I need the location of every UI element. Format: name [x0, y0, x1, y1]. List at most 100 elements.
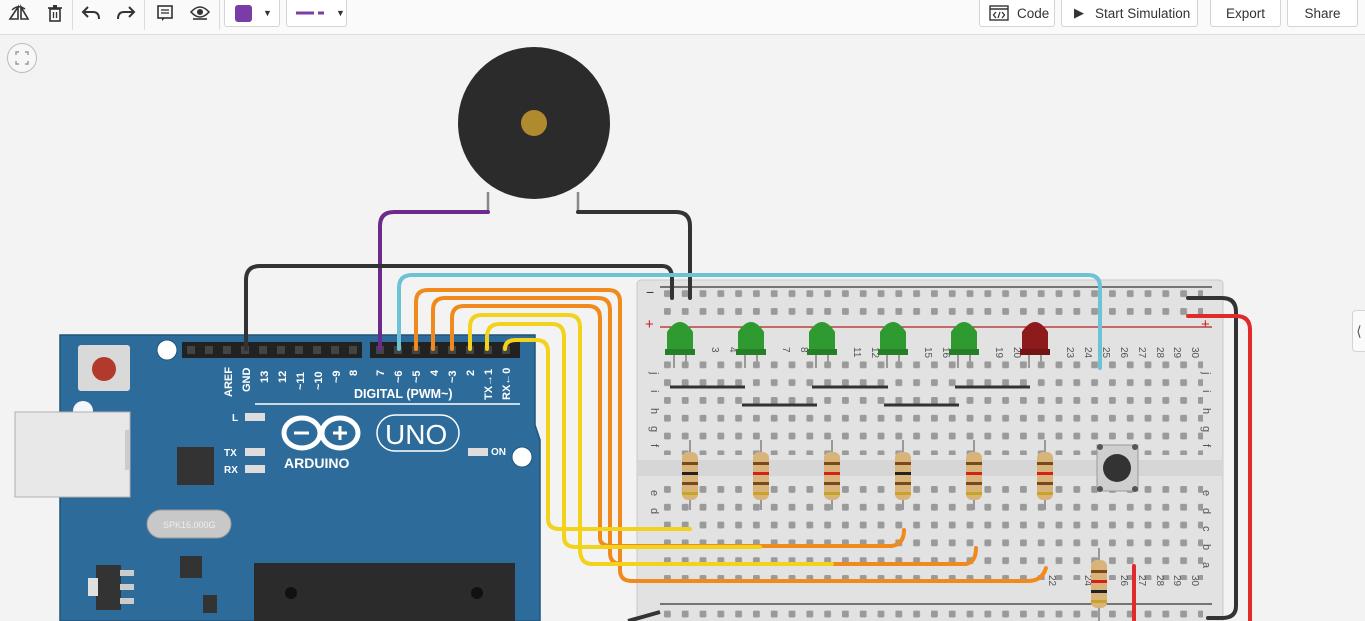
rail-plus-label-right: +	[1201, 316, 1210, 333]
share-button[interactable]: Share	[1287, 0, 1358, 27]
play-icon: ▶	[1074, 5, 1084, 20]
export-button[interactable]: Export	[1210, 0, 1281, 27]
toolbar: ▼ ▼ Code ▶ Start Simulation Export Share	[0, 0, 1365, 35]
chevron-left-icon: ⟨	[1356, 322, 1362, 339]
redo-icon[interactable]	[113, 0, 139, 26]
side-panel-toggle[interactable]: ⟨	[1352, 310, 1365, 352]
row-letter-c-right: c	[1200, 526, 1212, 532]
push-button[interactable]	[1096, 444, 1139, 492]
pin-label-8: 8	[348, 370, 360, 376]
pin-label-12: 12	[277, 371, 289, 383]
pin-label-6: ~6	[393, 370, 405, 383]
chevron-down-icon: ▼	[336, 8, 345, 18]
wire-orange-5	[414, 288, 1048, 583]
crystal-oscillator	[146, 509, 232, 539]
undo-icon[interactable]	[78, 0, 104, 26]
rotate-icon[interactable]	[5, 0, 33, 26]
row-letter-g-right: g	[1200, 426, 1212, 432]
led-l-label: L	[232, 413, 238, 424]
wire-orange-4	[431, 296, 978, 566]
wire-bottom-black	[627, 610, 661, 621]
code-button[interactable]: Code	[979, 0, 1055, 27]
col-num: 29	[1171, 575, 1182, 587]
led-green-4[interactable]	[878, 322, 908, 368]
resistor-6[interactable]	[1037, 440, 1053, 510]
resistor-5[interactable]	[966, 440, 982, 510]
led-red[interactable]	[1020, 322, 1050, 368]
led-green-2[interactable]	[736, 322, 766, 368]
piezo-buzzer[interactable]	[458, 47, 610, 212]
crystal-label: SPK16.000G	[163, 520, 216, 530]
led-on-label: ON	[491, 447, 506, 458]
pin-label-gnd: GND	[241, 368, 253, 393]
led-green-5[interactable]	[949, 322, 979, 368]
code-label: Code	[1017, 5, 1050, 21]
row-letter-i: i	[648, 390, 660, 392]
led-green-1[interactable]	[665, 322, 695, 368]
row-letter-a-right: a	[1200, 562, 1212, 569]
row-letter-f-right: f	[1200, 444, 1212, 448]
line-style-picker[interactable]: ▼	[286, 0, 347, 27]
pin-label-rx0: RX←0	[501, 368, 513, 400]
leds[interactable]	[665, 322, 1050, 368]
col-num: 12	[869, 347, 880, 359]
usb-port	[14, 411, 131, 498]
col-num: 29	[1171, 347, 1182, 359]
wires[interactable]	[244, 210, 1252, 621]
uno-label: UNO	[385, 419, 447, 450]
col-num: 26	[1118, 347, 1129, 359]
resistor-1[interactable]	[682, 440, 698, 510]
col-num: 16	[940, 347, 951, 359]
row-letter-b-right: b	[1200, 544, 1212, 550]
resistors[interactable]	[682, 440, 1107, 621]
pin-label-aref: AREF	[223, 367, 235, 397]
col-num: 26	[1118, 575, 1129, 587]
wire-cyan-button	[397, 273, 1102, 370]
start-simulation-label: Start Simulation	[1095, 5, 1191, 21]
wire-buzzer-purple	[378, 210, 490, 351]
pin-label-7: 7	[375, 370, 387, 376]
fill-color-picker[interactable]: ▼	[224, 0, 280, 27]
wire-yellow-1	[485, 322, 762, 549]
pin-label-11: ~11	[295, 372, 307, 390]
led-tx-label: TX	[224, 448, 237, 459]
col-num: 19	[993, 347, 1004, 359]
fill-color-swatch	[235, 4, 252, 22]
resistor-4[interactable]	[895, 440, 911, 510]
col-num: 7	[780, 347, 791, 353]
start-simulation-button[interactable]: ▶ Start Simulation	[1061, 0, 1198, 27]
notes-icon[interactable]	[152, 0, 178, 26]
col-num: 28	[1154, 575, 1165, 587]
col-num: 30	[1189, 575, 1200, 587]
led-green-3[interactable]	[807, 322, 837, 368]
reset-button[interactable]	[92, 357, 116, 381]
pin-label-3: ~3	[447, 370, 459, 383]
resistor-button[interactable]	[1091, 548, 1107, 621]
col-num: 4	[727, 347, 738, 353]
delete-icon[interactable]	[42, 0, 68, 26]
export-label: Export	[1225, 5, 1266, 21]
column-numbers-top: 3 4 7 8 11 12 15 16 19 20 23 24 25 26 27…	[709, 347, 1200, 359]
row-letter-e-right: e	[1200, 490, 1212, 496]
resistor-3[interactable]	[824, 440, 840, 510]
line-style-icon	[296, 11, 324, 15]
wire-rail-red-right	[1186, 314, 1252, 621]
fit-view-button[interactable]	[7, 43, 37, 73]
atmega-chip	[254, 563, 515, 621]
col-num: 22	[1046, 575, 1057, 587]
breadboard[interactable]: − + + j i h g f e d j i h g f e d c b a …	[636, 279, 1224, 621]
reset-button-base	[78, 345, 130, 391]
pin-label-4: 4	[429, 369, 441, 376]
chevron-down-icon: ▼	[263, 8, 272, 18]
row-letter-f: f	[648, 444, 660, 448]
visibility-icon[interactable]	[187, 0, 213, 26]
arduino-uno-board[interactable]: AREF GND 13 12 ~11 ~10 ~9 8 7 ~6 ~5 4 ~3…	[14, 334, 541, 621]
col-num: 15	[922, 347, 933, 359]
row-letter-h-right: h	[1200, 408, 1212, 414]
resistor-2[interactable]	[753, 440, 769, 510]
row-letter-j: j	[648, 371, 660, 374]
arduino-logo: ARDUINO	[281, 415, 361, 471]
row-letter-e: e	[648, 490, 660, 496]
col-num: 25	[1100, 347, 1111, 359]
